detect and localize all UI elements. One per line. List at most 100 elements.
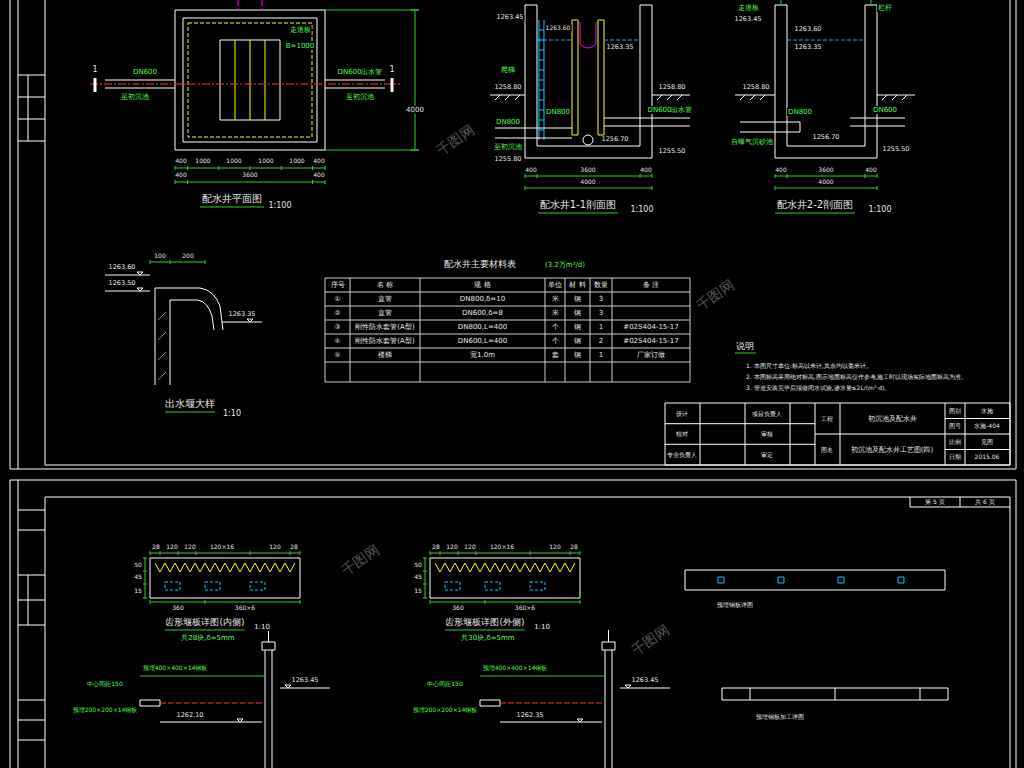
table-cell: 钢 (573, 309, 582, 317)
tank-wall (775, 5, 877, 158)
center-line (160, 703, 265, 704)
annotation: 4000 (817, 179, 834, 186)
annotation: 3600 (579, 167, 596, 174)
title-block-cell: 校对 (675, 431, 689, 438)
title-underline (165, 630, 245, 631)
annotation: DN800 (787, 108, 813, 116)
dimension: 120×16 (209, 544, 235, 551)
title-block-cell: 图别 (948, 407, 962, 414)
table-cell: 刚性防水套管(A型) (354, 323, 415, 331)
table-cell: 数量 (593, 281, 609, 289)
dimension-line (525, 174, 652, 190)
annotation: 至初沉池 (120, 93, 150, 101)
annotation: 1263.50 (108, 280, 137, 287)
center-line (500, 703, 605, 704)
steel-plate (685, 570, 948, 700)
dimension-line (175, 10, 419, 184)
table-cell: DN800,δ=10 (459, 295, 506, 303)
annotation: DN800 (545, 108, 571, 116)
annotation: 走道板 (289, 26, 312, 34)
v-notches (155, 563, 295, 572)
drawing-title: 出水堰大样 (164, 398, 216, 410)
dimension: 50 (133, 562, 143, 569)
drawing-title: 配水井平面图 (201, 193, 263, 205)
annotation: 自曝气沉砂池 (730, 138, 774, 146)
dimension: 50 (413, 562, 423, 569)
dimension: 15 (413, 588, 423, 595)
title-block-cell: 项目负责人 (751, 410, 783, 417)
table-cell: ③ (333, 323, 341, 331)
table-cell: 规 格 (473, 281, 491, 289)
dimension: 15 (133, 588, 143, 595)
watermark: 千图网 (337, 541, 382, 579)
plate-line (140, 676, 265, 677)
dimension: 120 (463, 544, 476, 551)
annotation: 1263.35 (228, 311, 257, 318)
page-number: 共 6 页 (974, 499, 996, 506)
annotation: 爬梯 (500, 66, 516, 74)
table-cell: 钢 (573, 295, 582, 303)
title-block-cell: 设计 (675, 410, 689, 417)
title-block-cell: 水施 (980, 407, 994, 414)
annotation: DN600出水管 (647, 106, 694, 114)
sub-text: (3.2万m³/d) (544, 261, 586, 269)
material-table: 配水井主要材料表(3.2万m³/d) (325, 255, 690, 382)
dimension-line (775, 174, 877, 190)
drawing-title: 齿形堰板详图(外侧) (444, 617, 525, 627)
dimension: 120 (445, 544, 458, 551)
title-underline (445, 630, 525, 631)
dimension: 360×6 (514, 605, 536, 612)
callout: 预埋400×400×14钢板 (142, 665, 209, 672)
dimension: 120 (165, 544, 178, 551)
table-cell: 直管 (377, 309, 393, 317)
detail-title: 预埋钢板详图 (716, 602, 754, 609)
table-cell: ⑤ (333, 351, 341, 359)
annotation: 至初沉池 (345, 93, 375, 101)
table-grid (325, 278, 690, 382)
slot-hole (445, 582, 545, 590)
sub-text: 初沉池及配水井工艺图(四) (850, 445, 934, 453)
title-block-cell: 日期 (948, 454, 962, 461)
dimension-line (143, 551, 300, 604)
annotation: 1000 (194, 158, 211, 165)
baffle-wall (572, 20, 604, 135)
title-block-cell: 见图 (980, 438, 994, 445)
binding-strip (18, 480, 45, 768)
title-block-cell: 2015.06 (974, 454, 1001, 461)
dimension-line (423, 551, 580, 604)
anchor-hole (718, 577, 904, 583)
page-number: 第 5 页 (924, 499, 946, 506)
inlet-pipe (495, 128, 572, 138)
table-cell: DN600,L=400 (457, 337, 508, 345)
annotation: 1 (388, 65, 395, 74)
outlet-pipe (850, 118, 905, 126)
annotation: 400 (312, 172, 325, 179)
dimension: 360×6 (234, 605, 256, 612)
water-level (537, 40, 640, 41)
callout: 预埋200×200×14钢板 (412, 707, 479, 714)
weir-box (220, 40, 280, 120)
weir-plate (235, 40, 265, 120)
weir-wall (155, 288, 223, 385)
inlet-pipe (740, 122, 800, 132)
annotation: 1258.80 (742, 84, 771, 91)
title-block-cell: 审定 (760, 451, 774, 458)
title-underline (538, 213, 618, 214)
slot-hole (165, 582, 265, 590)
annotation: 1263.35 (794, 44, 823, 51)
table-cell: 材 料 (568, 281, 586, 289)
drawing-title: 配水井1-1剖面图 (539, 199, 617, 211)
annotation: DN600 (872, 106, 898, 114)
annotation: 4000 (579, 179, 596, 186)
title-block: 初沉池及配水井初沉池及配水井工艺图(四) (665, 403, 1010, 465)
stem-detail (140, 630, 330, 768)
dimension: 120 (268, 544, 281, 551)
stem (262, 630, 275, 768)
table-cell: ④ (333, 337, 341, 345)
dimension: 360 (451, 605, 464, 612)
table-cell: 名 称 (376, 281, 394, 289)
watermark: 千图网 (692, 276, 737, 314)
table-cell: 序号 (330, 281, 346, 289)
elevation: 1263.45 (631, 677, 660, 684)
